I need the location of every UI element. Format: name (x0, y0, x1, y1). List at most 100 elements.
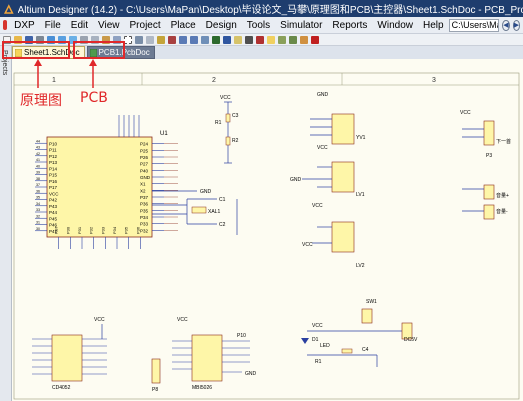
rubber-stamp-icon[interactable] (113, 35, 121, 44)
altium-logo-icon (4, 3, 14, 14)
clear-filter-icon[interactable] (157, 35, 165, 44)
mcu-left-pin-number: 42 (36, 152, 40, 156)
mcu-u1-body (46, 136, 153, 238)
mcu-bottom-pin-label: P34 (112, 226, 117, 234)
part-icon[interactable] (267, 35, 275, 44)
bus-icon[interactable] (223, 35, 231, 44)
menu-reports[interactable]: Reports (332, 19, 368, 31)
print-icon[interactable] (36, 35, 44, 44)
mcu-top-pins (118, 115, 140, 137)
net-label-icon[interactable] (234, 35, 242, 44)
ruler-col-1: 1 (52, 77, 56, 84)
no-erc-icon[interactable] (311, 35, 319, 44)
redo-icon[interactable] (190, 35, 198, 44)
yv1-gnd-label: GND (317, 92, 329, 98)
p3-label: P3 (486, 153, 492, 159)
mcu-right-pin-label: P36 (140, 202, 149, 207)
p4-label: 音量+ (496, 192, 509, 199)
sheet-border (13, 72, 520, 400)
sheet-symbol-icon[interactable] (278, 35, 286, 44)
back-icon[interactable]: ◀ (502, 19, 510, 31)
menu-design[interactable]: Design (205, 19, 237, 31)
port-icon[interactable] (300, 35, 308, 44)
menu-edit[interactable]: Edit (70, 19, 89, 31)
paste-icon[interactable] (102, 35, 110, 44)
xtal-c1-label: C1 (219, 197, 226, 203)
menu-help[interactable]: Help (423, 19, 444, 31)
mcu-left-pin-number: 37 (36, 183, 40, 187)
mcu-bottom-pin-label: P32 (89, 226, 94, 234)
mbi-right-wires (222, 340, 250, 373)
mcu-bottom-pin-label: P33 (100, 226, 105, 234)
mcu-bottom-pin-label: RST (54, 225, 59, 234)
zoom-selected-icon[interactable] (69, 35, 77, 44)
menu-simulator[interactable]: Simulator (280, 19, 323, 31)
dc5v-label: DC5V (404, 337, 418, 343)
undo-icon[interactable] (179, 35, 187, 44)
reset-r-label: R1 (215, 120, 222, 126)
path-input[interactable]: C:\Users\MaPan\Desktop\毕设 (448, 18, 500, 32)
xtal-label: XAL1 (208, 209, 220, 215)
p8-connector (151, 358, 161, 384)
deselect-icon[interactable] (146, 35, 154, 44)
menu-view[interactable]: View (98, 19, 120, 31)
open-folder-icon[interactable] (14, 35, 22, 44)
dc5v-connector (401, 322, 413, 340)
save-icon[interactable] (25, 35, 33, 44)
lv1-vcc-label: VCC (312, 203, 323, 209)
mcu-left-pin-number: 35 (36, 196, 40, 200)
mcu-right-pin-label: P35 (140, 208, 149, 213)
mcu-left-pin-label: P43 (49, 204, 58, 209)
mcu-left-pin-label: P46 (49, 223, 58, 228)
zoom-area-icon[interactable] (58, 35, 66, 44)
title-bar: Altium Designer (14.2) - C:\Users\MaPan\… (0, 0, 523, 17)
toolbar (0, 34, 523, 46)
select-area-icon[interactable] (124, 35, 132, 44)
lv1-label: LV1 (356, 192, 365, 198)
forward-icon[interactable]: ▶ (512, 19, 520, 31)
menu-dxp[interactable]: DXP (14, 19, 35, 31)
projects-panel[interactable]: Projects (0, 46, 12, 401)
mcu-bottom-pin-label: P30 (65, 226, 70, 234)
mcu-left-pin-number: 40 (36, 164, 40, 168)
gnd-port-icon[interactable] (245, 35, 253, 44)
xtal-c2-label: C2 (219, 222, 226, 228)
wire-icon[interactable] (212, 35, 220, 44)
cross-probe-icon[interactable] (168, 35, 176, 44)
mcu-u1-designator: U1 (160, 131, 168, 137)
p5-label: 音量- (496, 208, 508, 215)
led-d1 (301, 338, 309, 344)
mcu-right-pin-label: X1 (140, 182, 146, 187)
mcu-left-pin-number: 41 (36, 158, 40, 162)
hierarchy-icon[interactable] (201, 35, 209, 44)
menu-place[interactable]: Place (170, 19, 196, 31)
mcu-right-pin-label: P33 (140, 222, 149, 227)
sheet-entry-icon[interactable] (289, 35, 297, 44)
zoom-fit-icon[interactable] (47, 35, 55, 44)
mcu-left-pin-label: P15 (49, 173, 58, 178)
menu-project[interactable]: Project (129, 19, 161, 31)
mcu-bottom-pin-label: P35 (124, 226, 129, 234)
arrow-pcb-head (89, 59, 97, 66)
mcu-left-pin-number: 38 (36, 177, 40, 181)
lv2-vcc-label: VCC (302, 242, 313, 248)
menu-file[interactable]: File (44, 19, 61, 31)
mcu-right-pin-label: P37 (140, 195, 149, 200)
mcu-right-pin-label: P26 (140, 155, 149, 160)
vcc-port-icon[interactable] (256, 35, 264, 44)
p1-label: 下一首 (496, 138, 511, 145)
mcu-left-pins: P1044P1143P1242P1341P1440P1539P1638P1737… (35, 139, 59, 234)
cut-icon[interactable] (80, 35, 88, 44)
mcu-left-pin-label: P10 (49, 141, 58, 146)
dxp-icon[interactable] (3, 20, 8, 30)
move-icon[interactable] (135, 35, 143, 44)
schematic-doc-icon (15, 48, 22, 57)
new-file-icon[interactable] (3, 35, 11, 44)
led-resistor (341, 348, 353, 354)
copy-icon[interactable] (91, 35, 99, 44)
menu-window[interactable]: Window (377, 19, 413, 31)
menu-tools[interactable]: Tools (246, 19, 271, 31)
mbi5026-chip (191, 334, 223, 382)
p5-connector (483, 204, 495, 220)
